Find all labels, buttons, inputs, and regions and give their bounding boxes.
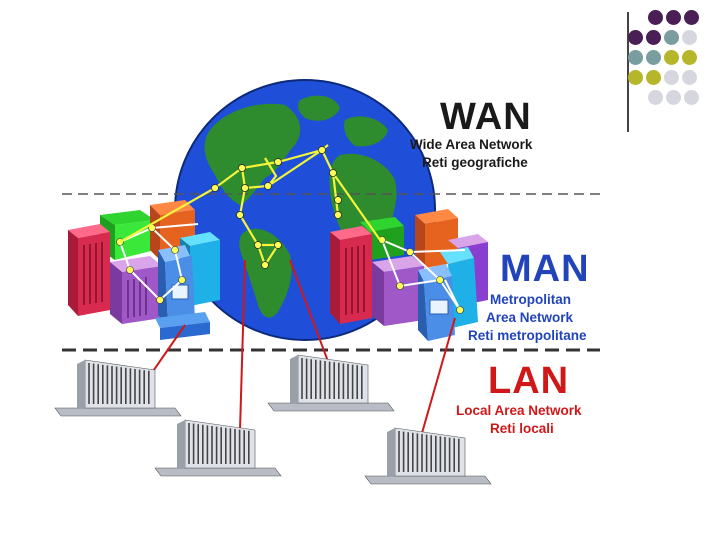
lan-title: LAN [488, 360, 569, 403]
lan-subtitle-english: Local Area Network [456, 403, 582, 419]
man-subtitle-line2: Area Network [486, 310, 573, 326]
man-subtitle-line1: Metropolitan [490, 292, 571, 308]
man-title: MAN [500, 248, 590, 291]
wan-subtitle-english: Wide Area Network [410, 137, 532, 153]
lan-server-building [155, 420, 281, 476]
lan-server-building [365, 428, 491, 484]
man-subtitle-italian: Reti metropolitane [468, 328, 587, 344]
lan-server-building [268, 355, 394, 411]
wan-subtitle-italian: Reti geografiche [422, 155, 528, 171]
lan-server-building [55, 360, 181, 416]
wan-title: WAN [440, 96, 532, 139]
lan-subtitle-italian: Reti locali [490, 421, 554, 437]
